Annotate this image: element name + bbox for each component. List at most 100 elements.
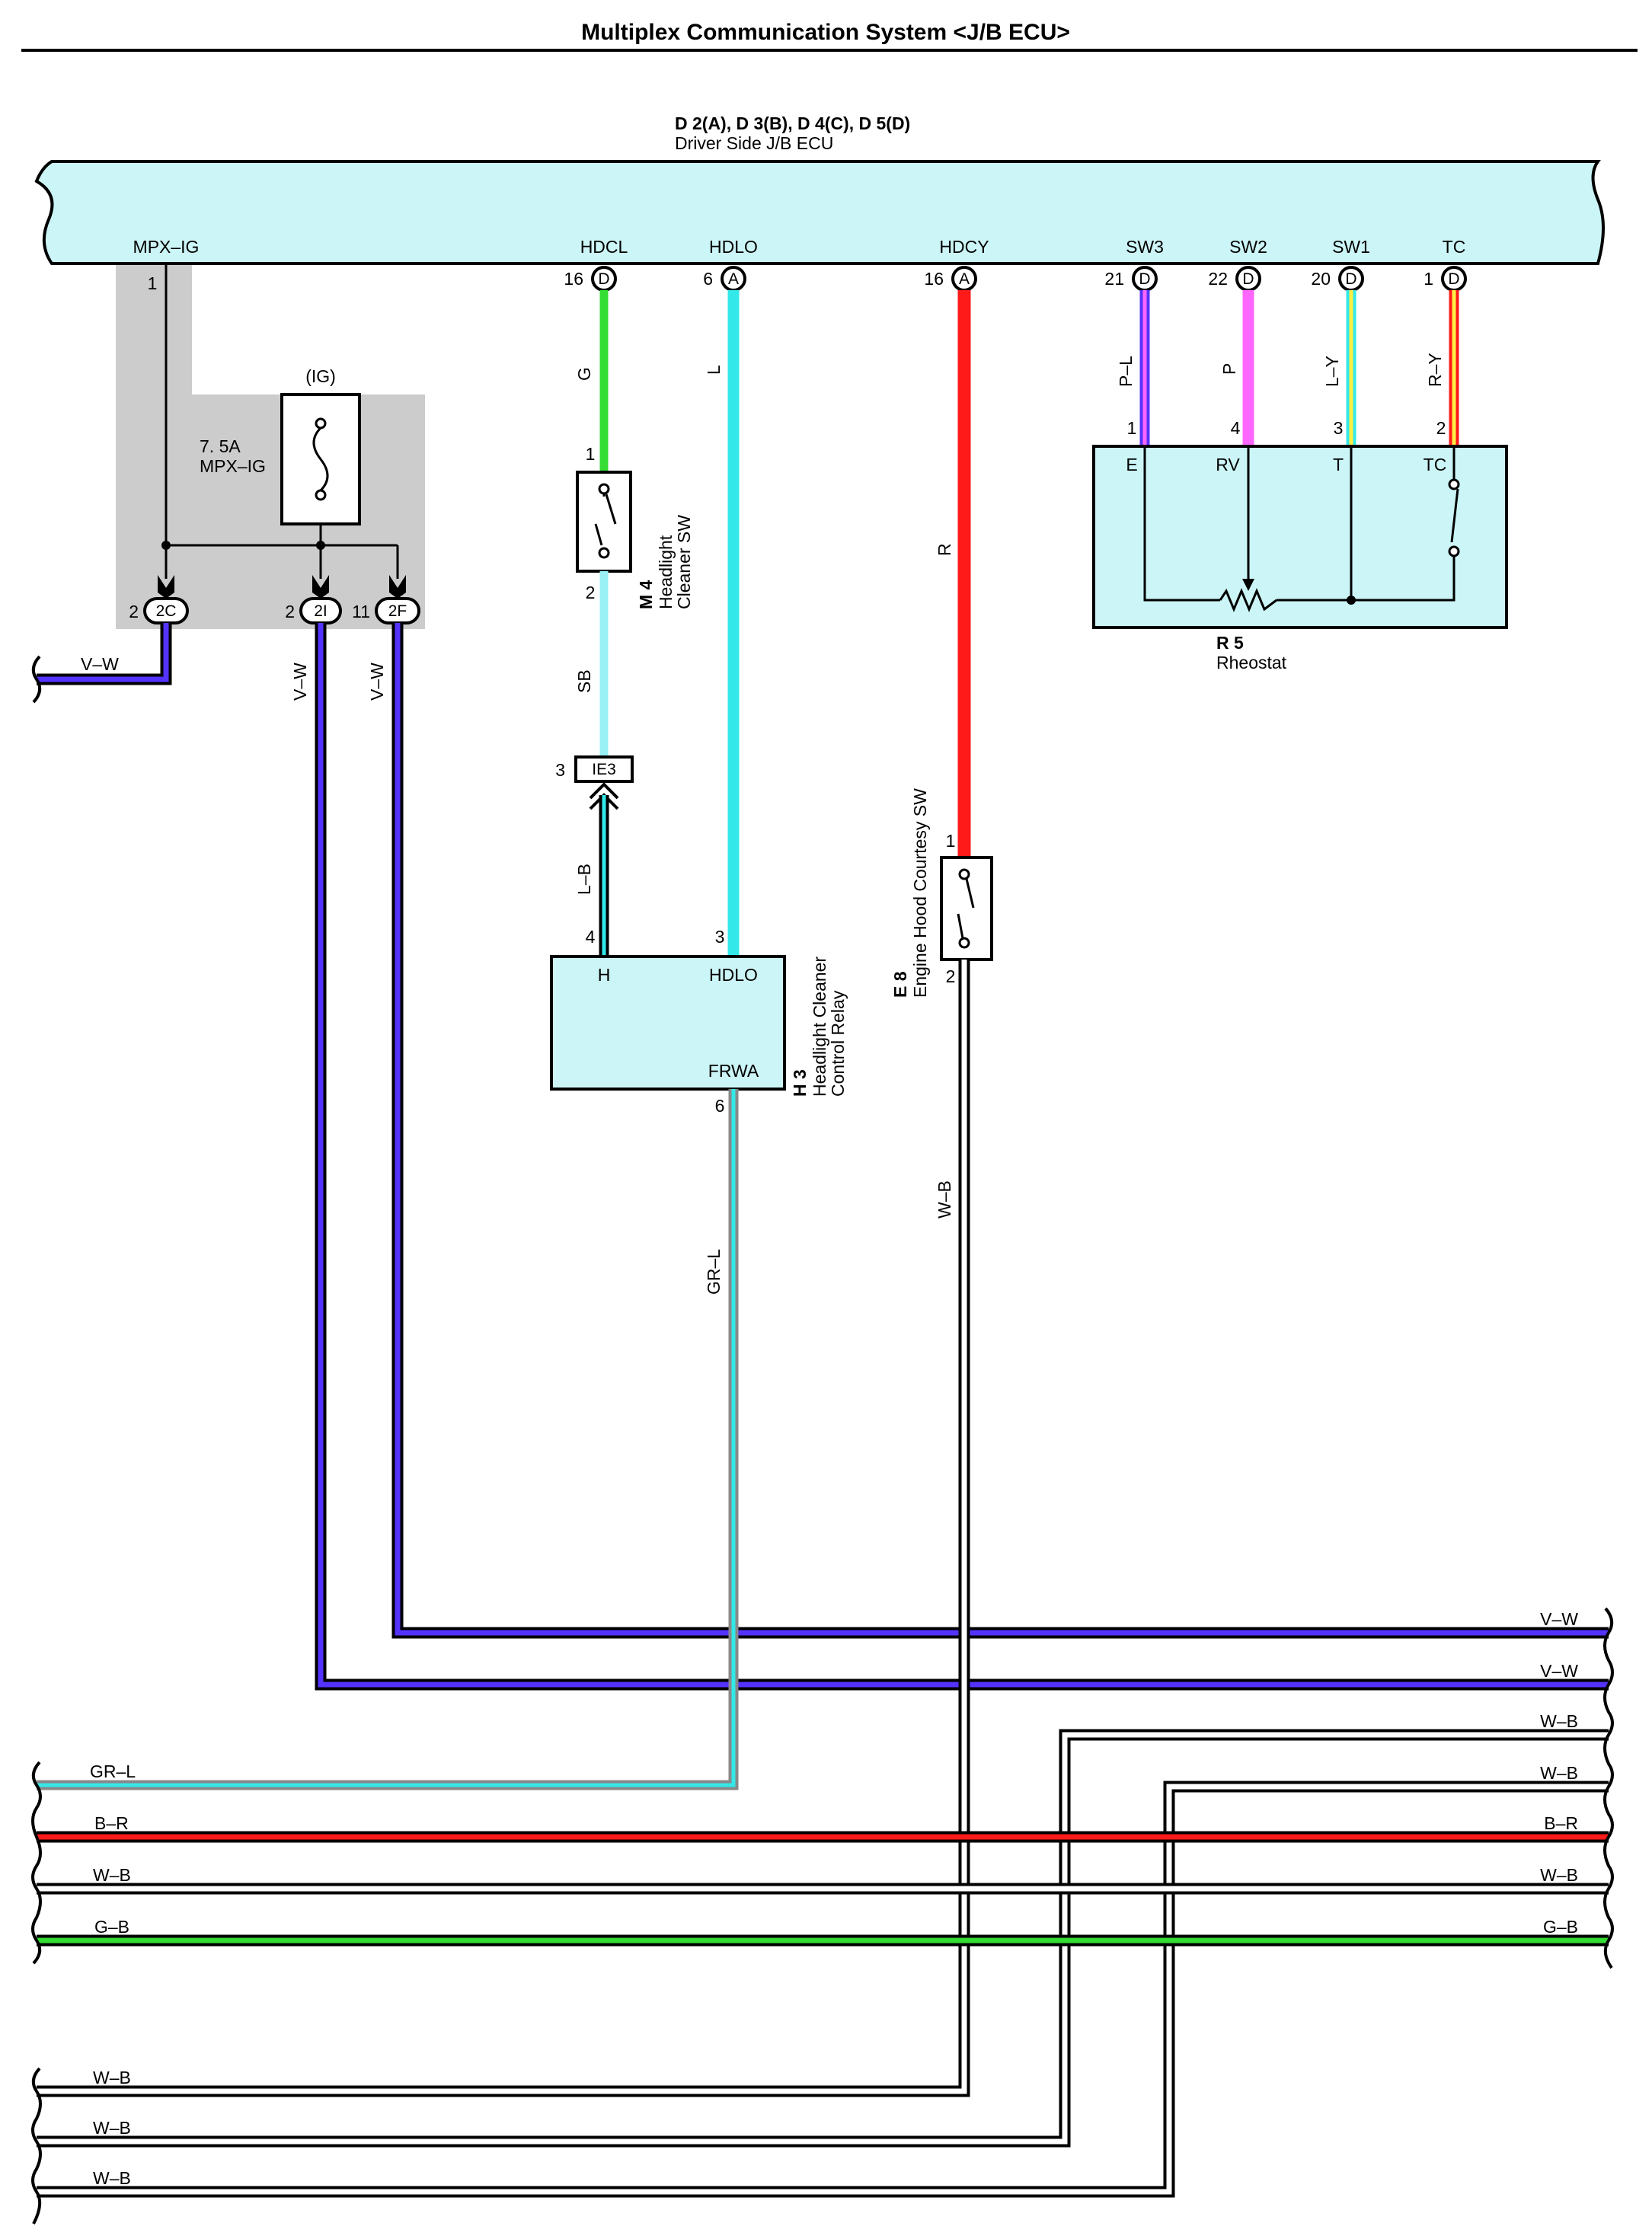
fuse-group: (IG) <box>305 366 336 386</box>
ecu-name: Driver Side J/B ECU <box>675 133 833 153</box>
svg-text:11: 11 <box>352 602 370 621</box>
engine-hood-sw-circuit: R 1 E 8 Engine Hood Courtesy SW 2 <box>890 290 993 998</box>
sw3-pin-num: 21 <box>1104 269 1124 289</box>
tc-switch-icon <box>1450 488 1459 543</box>
svg-text:W–B: W–B <box>1540 1711 1578 1731</box>
pin-label-hdlo: HDLO <box>709 237 758 257</box>
svg-text:W–B: W–B <box>93 2118 131 2138</box>
svg-text:2F: 2F <box>388 602 407 620</box>
svg-text:E: E <box>1126 455 1137 474</box>
wire-label-gr-l: GR–L <box>704 1249 724 1295</box>
svg-text:2: 2 <box>586 583 596 602</box>
wire-label-l: L <box>704 365 724 375</box>
svg-text:V–W: V–W <box>1540 1661 1578 1681</box>
svg-text:T: T <box>1333 455 1344 474</box>
stub-label-v-w-left: V–W <box>81 654 119 674</box>
left-stub-labels: B–R W–B G–B W–B W–B W–B <box>93 1813 131 2188</box>
hdcy-pin-num: 16 <box>924 269 944 289</box>
svg-text:3: 3 <box>1334 418 1344 438</box>
rheostat-name: Rheostat <box>1216 653 1287 672</box>
svg-text:2C: 2C <box>156 602 177 620</box>
tc-pin-num: 1 <box>1424 269 1433 289</box>
wire-label-l-b: L–B <box>574 864 594 895</box>
svg-text:TC: TC <box>1424 455 1447 474</box>
svg-text:Control Relay: Control Relay <box>828 990 848 1097</box>
svg-text:G–B: G–B <box>94 1917 129 1937</box>
fuse-rating: 7. 5A <box>200 436 241 456</box>
svg-text:RV: RV <box>1216 455 1240 474</box>
wire-label-p-l: P–L <box>1116 356 1136 387</box>
svg-text:B–R: B–R <box>94 1813 129 1833</box>
svg-text:Cleaner SW: Cleaner SW <box>674 515 694 609</box>
mpx-ig-gray-area <box>116 264 425 629</box>
wire-label-g: G <box>574 367 594 381</box>
svg-text:W–B: W–B <box>1540 1763 1578 1783</box>
hdlo-pin-num: 6 <box>703 269 713 289</box>
svg-text:2: 2 <box>1436 418 1446 438</box>
wire-label-w-b: W–B <box>935 1180 954 1219</box>
wire-label-r-y: R–Y <box>1425 353 1445 387</box>
hdlo-circuit: L 3 <box>704 290 740 957</box>
ecu-connectors: 16 D 6 A 16 A 21 D 22 D 20 D 1 D <box>564 266 1467 292</box>
rheostat-code: R 5 <box>1216 633 1244 653</box>
svg-text:4: 4 <box>1231 418 1241 438</box>
svg-text:3: 3 <box>555 760 565 780</box>
hood-sw-code: E 8 <box>890 971 910 998</box>
v-w-wires: V–W V–W V–W <box>37 623 1609 1691</box>
svg-text:D: D <box>598 270 609 288</box>
svg-text:1: 1 <box>1127 418 1137 438</box>
wire-label-l-y: L–Y <box>1322 356 1342 387</box>
svg-text:G–B: G–B <box>1543 1917 1578 1937</box>
wire-label-sb: SB <box>574 669 594 693</box>
svg-text:3: 3 <box>715 927 725 947</box>
svg-text:W–B: W–B <box>93 2168 131 2188</box>
sw1-pin-num: 20 <box>1311 269 1331 289</box>
switch-contact-icon <box>605 493 617 525</box>
svg-text:B–R: B–R <box>1544 1813 1578 1833</box>
fuse-name: MPX–IG <box>200 456 266 476</box>
wire-label-r: R <box>935 543 954 556</box>
svg-text:V–W: V–W <box>1540 1609 1578 1629</box>
relay-code: H 3 <box>790 1069 810 1097</box>
svg-text:2: 2 <box>129 602 139 621</box>
hdcl-pin-num: 16 <box>564 269 583 289</box>
ecu-code: D 2(A), D 3(B), D 4(C), D 5(D) <box>675 113 910 133</box>
connector-ie3 <box>574 755 634 783</box>
junction-arrow-2c <box>158 575 174 599</box>
w-b-wires: W–B <box>37 960 1609 2198</box>
svg-text:6: 6 <box>715 1096 725 1116</box>
jb-ecu-body <box>34 160 1605 265</box>
page-title: Multiplex Communication System <J/B ECU> <box>581 20 1070 45</box>
svg-text:Headlight Cleaner: Headlight Cleaner <box>810 957 829 1097</box>
wire-label-p: P <box>1219 363 1239 375</box>
mpx-pin-num: 1 <box>148 273 158 293</box>
svg-text:2: 2 <box>946 966 956 986</box>
pin-label-mpx-ig: MPX–IG <box>133 237 200 257</box>
svg-text:A: A <box>959 270 970 288</box>
svg-text:1: 1 <box>586 444 596 464</box>
headlight-cleaner-relay: H HDLO FRWA H 3 Headlight Cleaner Contro… <box>550 955 848 1116</box>
pin-label-sw1: SW1 <box>1332 237 1370 257</box>
rheostat-wires: P–L P L–Y R–Y 1 4 3 2 <box>1116 290 1459 446</box>
svg-text:IE3: IE3 <box>592 761 616 778</box>
right-stub-labels: V–W V–W W–B W–B B–R W–B G–B <box>1540 1609 1578 1937</box>
svg-text:FRWA: FRWA <box>708 1061 759 1081</box>
mpx-ig-circuit: 1 (IG) 7. 5A MPX–IG 2C 2 2I 2 2F 11 <box>129 264 420 624</box>
svg-text:D: D <box>1345 270 1356 288</box>
svg-text:4: 4 <box>586 927 596 947</box>
junction-arrow-2i <box>312 575 329 599</box>
ecu-pin-labels: MPX–IG HDCL HDLO HDCY SW3 SW2 SW1 TC <box>133 237 1466 257</box>
wire-label-2f: V–W <box>367 663 387 701</box>
resistor-icon <box>1219 588 1277 612</box>
svg-text:H: H <box>598 965 611 985</box>
svg-text:Engine Hood Courtesy SW: Engine Hood Courtesy SW <box>910 788 930 998</box>
pin-label-sw3: SW3 <box>1126 237 1164 257</box>
svg-text:A: A <box>728 270 739 288</box>
headlight-sw-code: M 4 <box>636 580 656 609</box>
svg-text:D: D <box>1139 270 1150 288</box>
svg-text:1: 1 <box>946 831 956 851</box>
pin-label-tc: TC <box>1443 237 1466 257</box>
switch-contact-icon-2 <box>957 913 964 939</box>
svg-text:D: D <box>1242 270 1254 288</box>
